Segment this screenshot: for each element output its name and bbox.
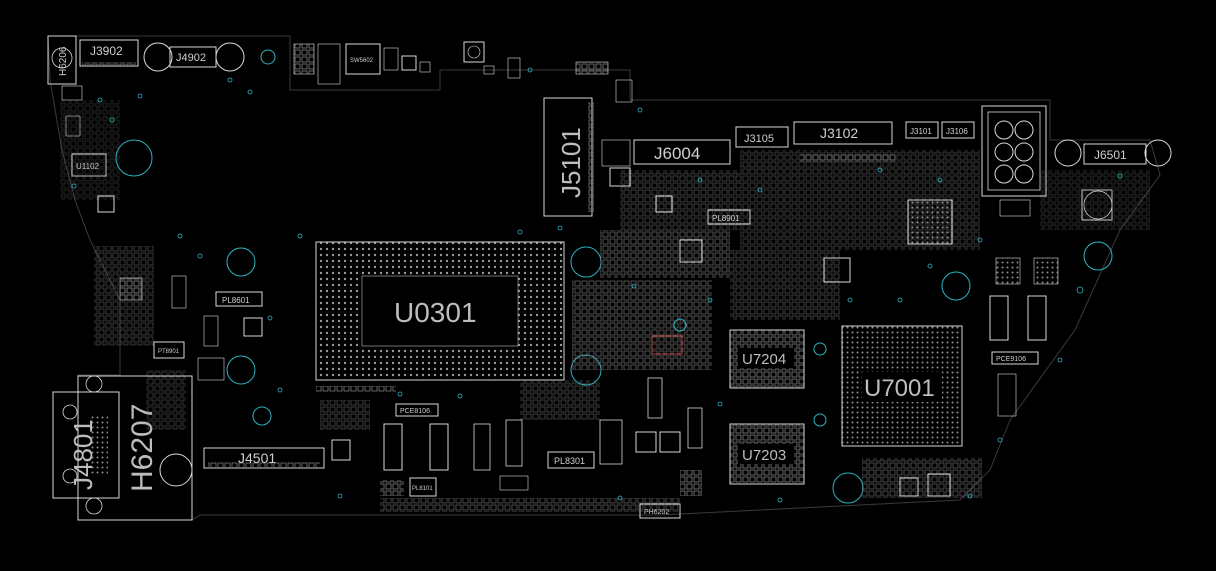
j3101-label: J3101 [910,127,932,136]
pt8901-component [153,341,185,359]
pl8301-inductor [547,451,595,469]
j3101-connector [905,121,939,139]
j3102-connector [793,121,893,145]
pce9106-component [991,351,1039,365]
pl8101-label: PL8101 [412,486,433,492]
h6206-component [47,35,77,85]
j6004-connector [633,139,731,165]
u0301-label: U0301 [394,297,477,328]
j4801-connector [52,391,120,499]
pl8601-label: PL8601 [222,296,250,305]
pce8106-label: PCE8106 [400,408,430,415]
u7204-label: U7204 [742,351,786,368]
ph6202-label: PH6202 [644,509,669,516]
pl8301-label: PL8301 [554,456,585,466]
j3105-connector [735,126,789,148]
j3902-label: J3902 [90,44,123,58]
pt8901-label: PT8901 [158,349,180,355]
j3106-label: J3106 [946,127,968,136]
pl8101-inductor [409,477,437,497]
j4801-label: J4801 [68,419,98,490]
j4902-label: J4902 [176,52,206,64]
j6501-connector [1083,143,1147,165]
j4902-connector [169,46,217,68]
j4501-connector [203,447,325,469]
pce9106-label: PCE9106 [996,356,1026,363]
j3106-connector [941,121,975,139]
pl8601-inductor [215,291,263,307]
sw5602-switch [345,43,381,75]
via-field [71,67,1123,503]
pl8901-label: PL8901 [712,214,740,223]
sw5602-label: SW5602 [350,58,374,64]
j6501-label: J6501 [1094,148,1127,162]
u7203-label: U7203 [742,447,786,464]
pl8901-inductor [707,209,751,225]
u7001-label: U7001 [864,375,935,402]
j3102-label: J3102 [820,125,858,141]
j3105-label: J3105 [744,133,774,145]
j4501-label: J4501 [238,450,276,466]
pce8106-component [395,403,439,417]
h6206-label: H6206 [58,46,69,76]
j6004-label: J6004 [654,144,700,163]
j5101-label: J5101 [556,127,586,198]
